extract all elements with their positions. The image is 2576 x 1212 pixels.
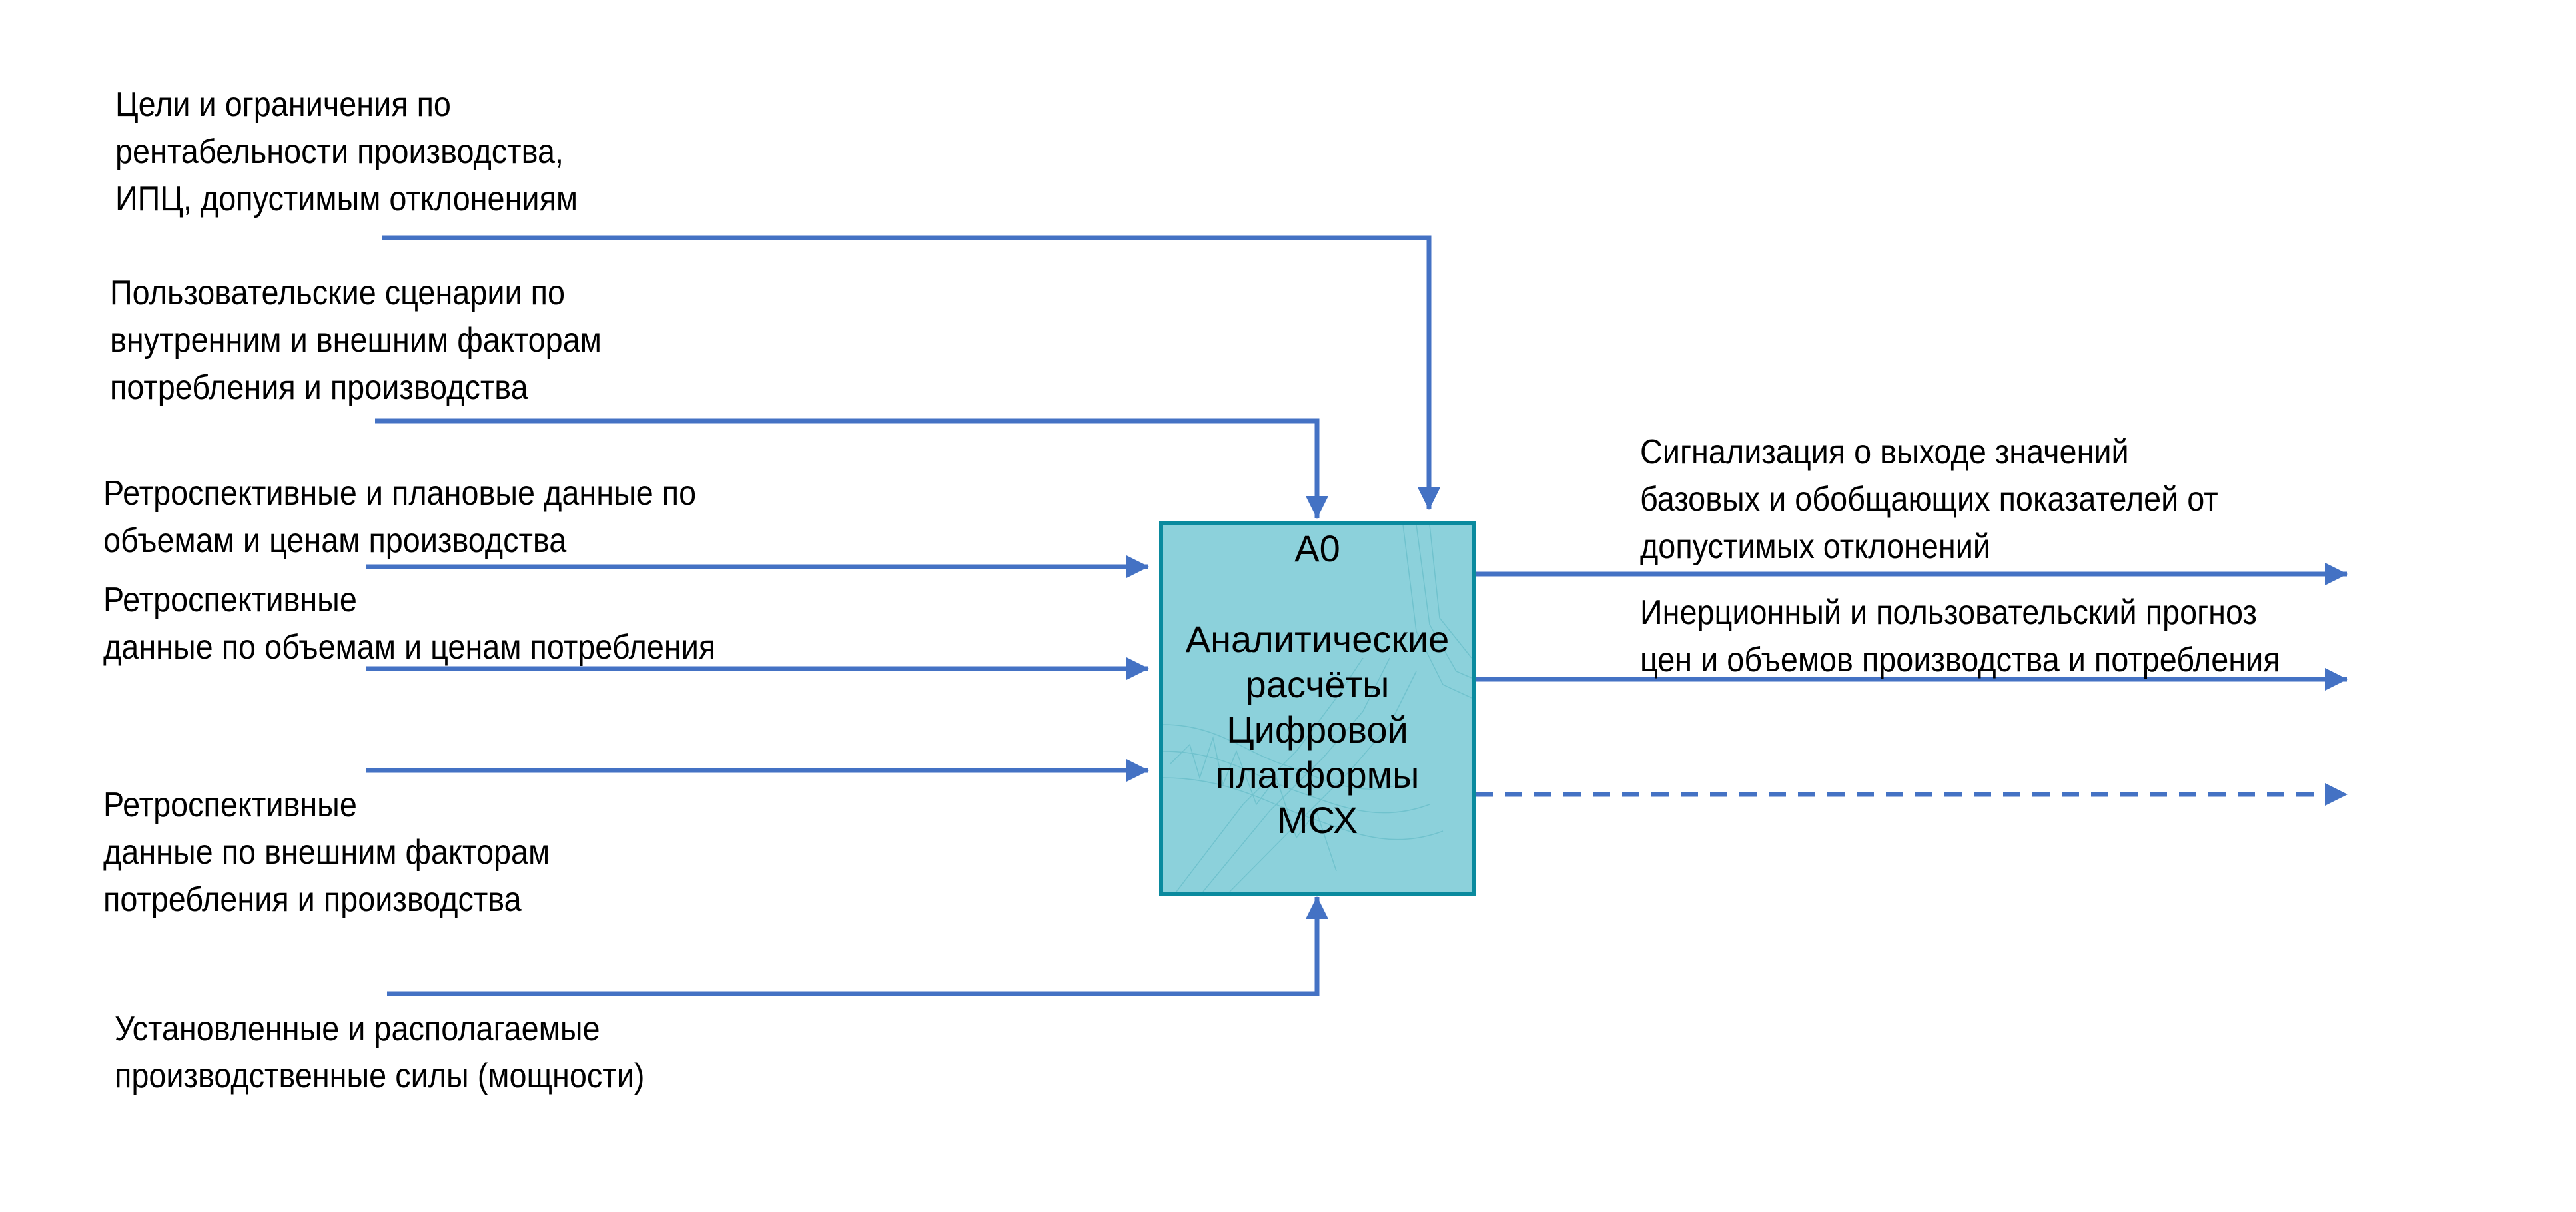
box-id-label: А0: [1294, 527, 1340, 569]
mechanism-arrow-1: [387, 896, 1328, 996]
input-label-3: Ретроспективные данные по внешним фактор…: [103, 786, 550, 919]
wave-texture-decoration: [1163, 525, 1472, 892]
control-arrow-2: [375, 418, 1328, 519]
output-label-1: Сигнализация о выходе значений базовых и…: [1640, 433, 2218, 566]
box-title: Аналитические расчёты Цифровой платформы…: [1185, 618, 1450, 841]
output-label-2: Инерционный и пользовательский прогноз ц…: [1640, 593, 2280, 679]
function-box-a0[interactable]: А0 Аналитические расчёты Цифровой платфо…: [1159, 521, 1476, 896]
input-label-1: Ретроспективные и плановые данные по объ…: [103, 474, 697, 560]
control-label-1: Цели и ограничения по рентабельности про…: [115, 85, 578, 218]
control-arrow-1: [382, 235, 1440, 510]
input-label-2: Ретроспективные данные по объемам и цена…: [103, 581, 716, 667]
mechanism-label-1: Установленные и располагаемые производст…: [115, 1010, 645, 1095]
control-label-2: Пользовательские сценарии по внутренним …: [110, 274, 602, 407]
